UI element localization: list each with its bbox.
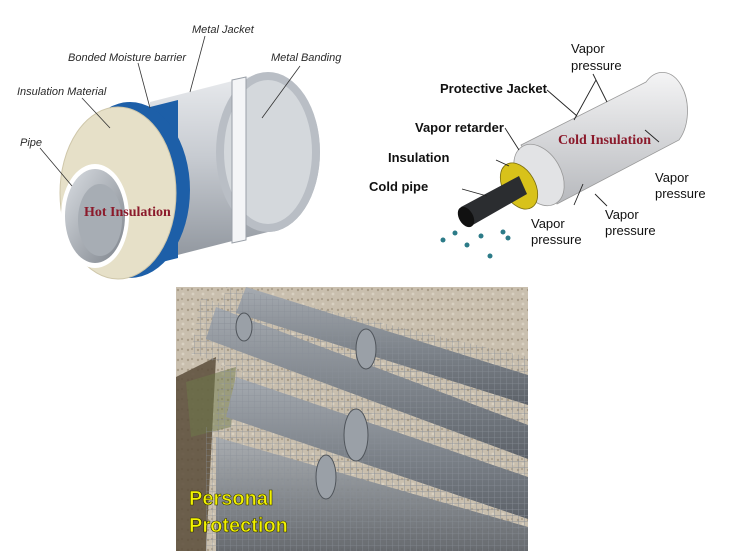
label-insulation-material: Insulation Material <box>17 86 107 98</box>
hot-insulation-diagram: Metal Jacket Bonded Moisture barrier Met… <box>0 0 369 285</box>
cold-insulation-title: Cold Insulation <box>558 133 651 148</box>
cold-pipe <box>457 176 527 228</box>
leader-lines <box>39 35 301 187</box>
label-vapor-pressure-top-2: pressure <box>571 58 622 73</box>
label-metal-jacket: Metal Jacket <box>192 24 255 36</box>
mesh-clamps <box>235 312 377 500</box>
condensation-droplets <box>440 229 511 259</box>
label-vapor-pressure-mid-2: pressure <box>531 232 582 247</box>
label-vapor-pressure-bottom-2: pressure <box>605 223 656 238</box>
label-vapor-pressure-right-2: pressure <box>655 186 706 201</box>
personal-protection-photo: Personal Protection <box>176 287 528 551</box>
metal-banding <box>231 76 247 244</box>
label-vapor-pressure-mid-1: Vapor <box>531 216 565 231</box>
label-cold-pipe: Cold pipe <box>369 179 428 194</box>
label-metal-banding: Metal Banding <box>271 52 342 64</box>
cold-insulation-diagram: Vapor pressure Protective Jacket Vapor r… <box>369 0 738 285</box>
wire-mesh-guards <box>191 287 528 551</box>
pipe-cross-section <box>61 164 129 268</box>
label-insulation: Insulation <box>388 150 449 165</box>
label-moisture-barrier: Bonded Moisture barrier <box>68 52 187 64</box>
label-vapor-pressure-bottom-1: Vapor <box>605 207 639 222</box>
label-protective-jacket: Protective Jacket <box>440 81 548 96</box>
label-arrows <box>461 73 660 207</box>
label-vapor-pressure-top-1: Vapor <box>571 41 605 56</box>
label-vapor-retarder: Vapor retarder <box>415 120 504 135</box>
hot-insulation-title: Hot Insulation <box>84 205 171 220</box>
label-vapor-pressure-right-1: Vapor <box>655 170 689 185</box>
caption-line-1: Personal <box>189 488 273 510</box>
caption-line-2: Protection <box>189 515 288 537</box>
label-pipe: Pipe <box>20 137 42 149</box>
